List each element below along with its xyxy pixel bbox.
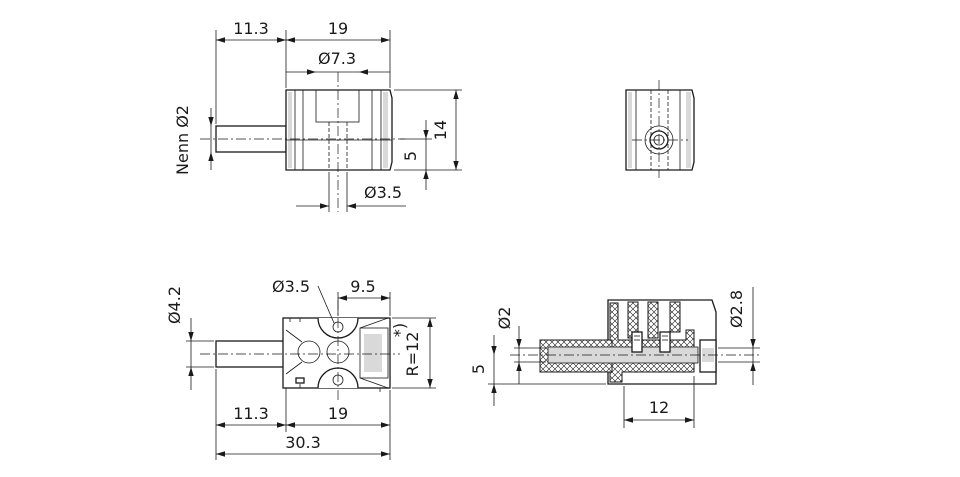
end-body-outline [625, 89, 695, 171]
dim-5-top: 5 [401, 151, 420, 161]
top-left-view: 11.3 19 Ø7.3 Nenn Ø2 14 5 Ø3.5 [173, 19, 462, 212]
dim-radius-note: *) [390, 323, 409, 337]
dim-12: 12 [649, 398, 669, 417]
plan-bore-left [297, 340, 321, 364]
dim-dia-7-3: Ø7.3 [318, 49, 356, 68]
dim-dia-2-section: Ø2 [495, 307, 514, 330]
dim-9-5: 9.5 [350, 277, 375, 296]
end-view [625, 80, 695, 178]
section-screw-1 [631, 331, 643, 353]
bottom-left-view: Ø3.5 9.5 Ø4.2 R=12 *) 11.3 19 30.3 [165, 277, 436, 460]
dim-radius-12: R=12 [403, 332, 422, 377]
section-screw-2 [659, 331, 671, 353]
dim-dia-4-2: Ø4.2 [165, 286, 184, 324]
section-view: Ø2 5 Ø2.8 12 [469, 287, 760, 428]
dim-dia-2-8: Ø2.8 [727, 290, 746, 328]
dim-dia-3-5-top: Ø3.5 [364, 183, 402, 202]
dim-19-top: 19 [328, 19, 348, 38]
dim-nenn-dia-2: Nenn Ø2 [173, 105, 192, 175]
dim-11-3-top: 11.3 [233, 19, 269, 38]
body-outline [285, 89, 393, 171]
dim-dia-3-5-plan: Ø3.5 [272, 277, 310, 296]
dim-14: 14 [431, 120, 450, 140]
dim-19-plan: 19 [328, 404, 348, 423]
dim-11-3-plan: 11.3 [233, 404, 269, 423]
dim-5-section: 5 [469, 364, 488, 374]
dim-30-3: 30.3 [285, 433, 321, 452]
cross-bore [315, 89, 360, 123]
